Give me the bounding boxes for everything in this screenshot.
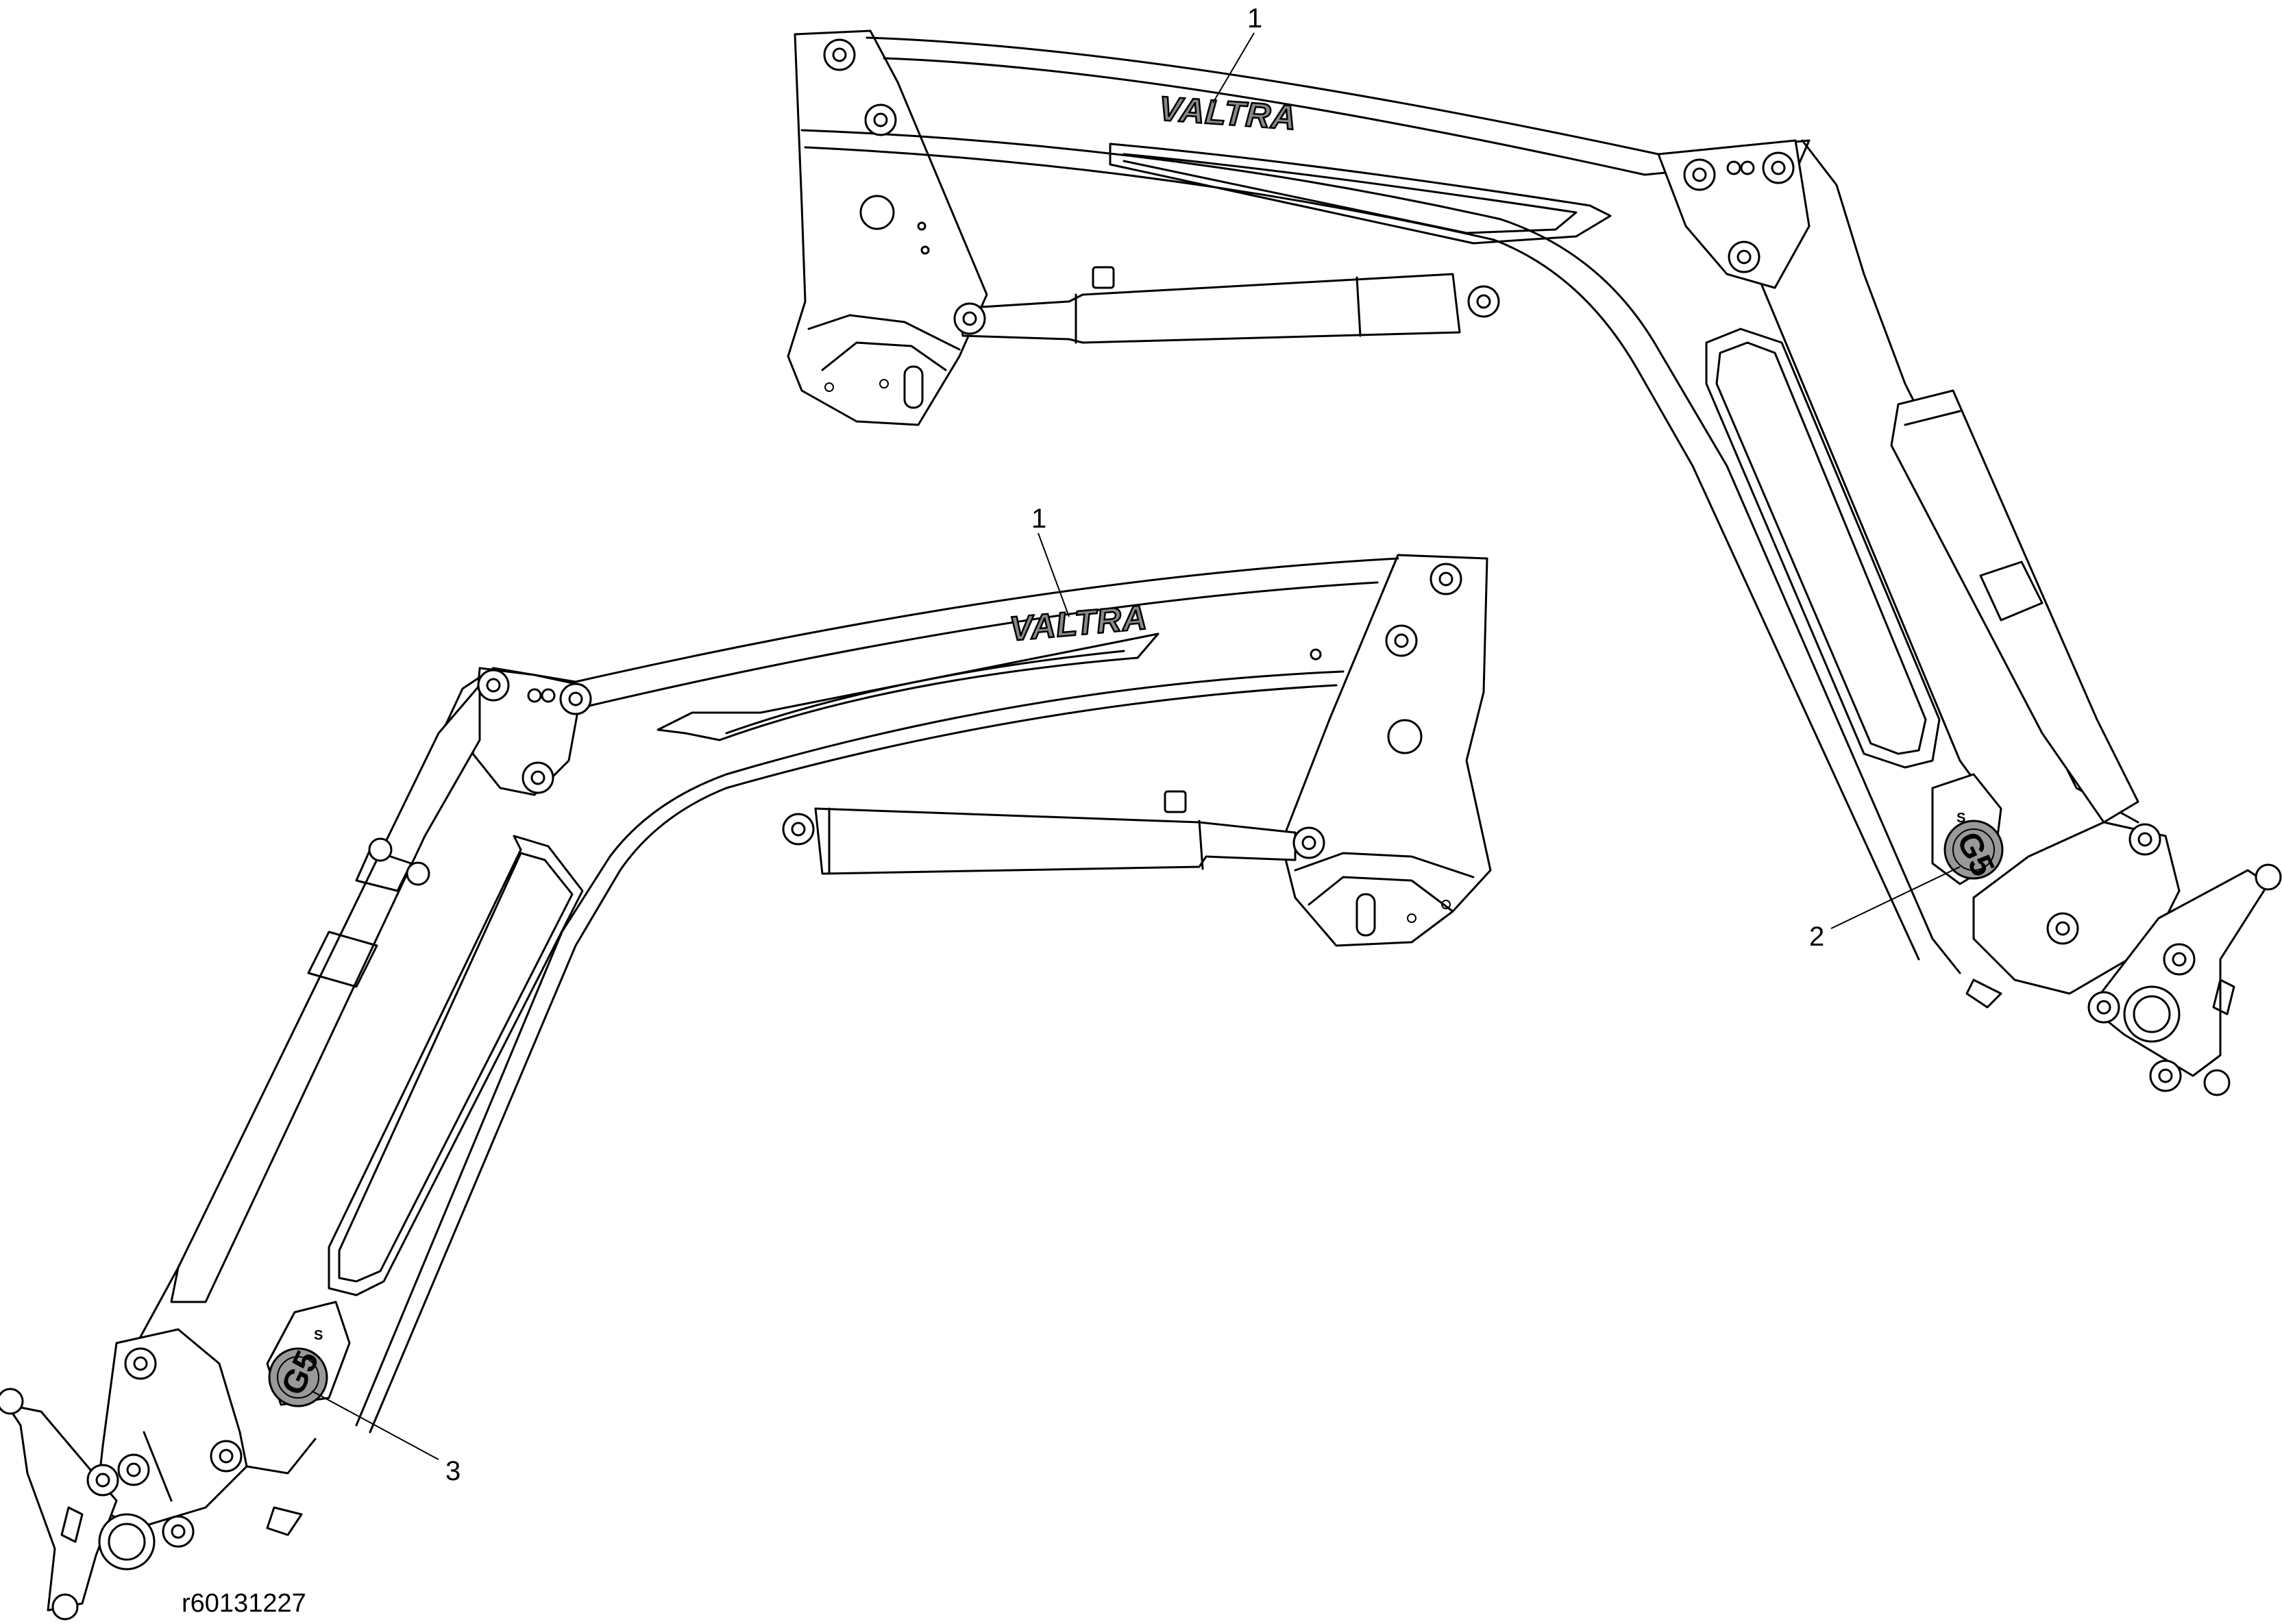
callout-right-badge: 2 [1809, 866, 1961, 952]
callout-1-top: 1 [1247, 3, 1262, 34]
upper-model-badge: G5 S [1931, 773, 2004, 885]
drawing-reference-code: r60131227 [182, 1589, 306, 1618]
upper-pivot-pins [823, 38, 1795, 335]
lower-boom-window-2 [328, 835, 584, 1296]
lower-lift-cylinder [782, 790, 1325, 875]
upper-mount-plate [787, 29, 988, 426]
lower-model-badge: G5 S [266, 1301, 351, 1407]
upper-boom-outline [866, 36, 1989, 800]
upper-lift-cylinder [958, 266, 1461, 344]
upper-loader-arm: VALTRA G5 S [787, 29, 2282, 1096]
upper-badge-small-text: S [1956, 811, 1965, 826]
lower-badge-small-text: S [314, 1328, 323, 1343]
upper-bucket-bracket [1965, 821, 2282, 1096]
upper-boom-window-1 [1109, 143, 1612, 245]
callout-top: 1 [1212, 3, 1262, 103]
lower-tilt-cylinder [170, 684, 481, 1303]
callout-bottom: 1 [1031, 504, 1070, 617]
lower-mount-plate [1280, 554, 1492, 947]
upper-boom-window-2 [1705, 328, 1941, 769]
lower-bucket-bracket [0, 1328, 317, 1621]
upper-tilt-cylinder [1890, 389, 2139, 824]
lower-pivot-pins [477, 563, 1462, 794]
lower-boom-window-1 [657, 632, 1160, 741]
callout-3: 3 [445, 1456, 461, 1486]
callout-2: 2 [1809, 922, 1824, 952]
lower-boom-outline [136, 557, 1399, 1344]
upper-brand-decal: VALTRA [1157, 89, 1298, 137]
lower-loader-arm: VALTRA G5 S [0, 554, 1492, 1621]
callout-left-badge: 3 [311, 1390, 461, 1486]
callout-1-bottom: 1 [1031, 504, 1046, 534]
